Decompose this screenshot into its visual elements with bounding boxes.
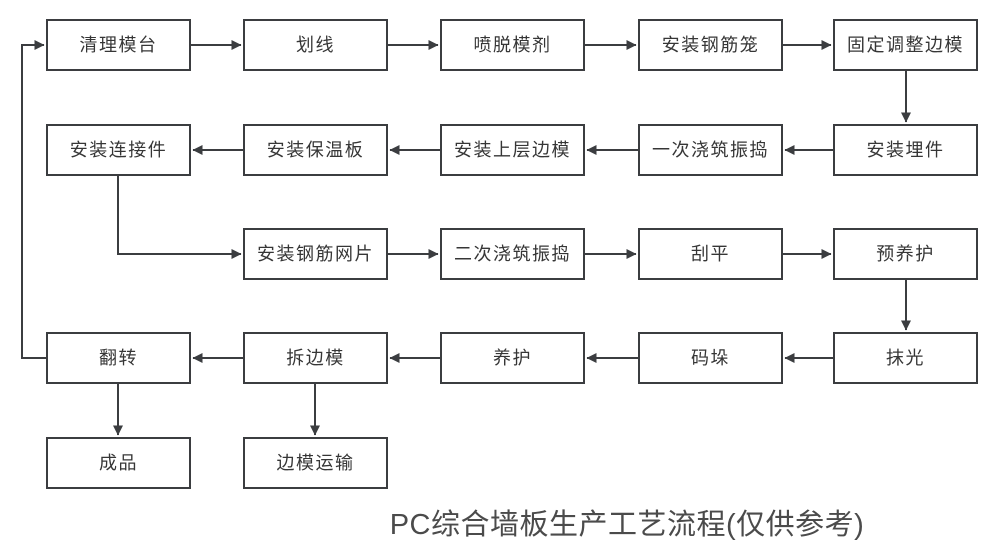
node-label: 安装保温板 <box>266 140 365 160</box>
edge-fanzhuan-to-qingli-motai-loop <box>21 40 46 359</box>
node-yici-jiaozhu-zhendao: 一次浇筑振捣 <box>638 124 783 176</box>
node-guaping: 刮平 <box>638 228 783 280</box>
node-huaxian: 划线 <box>243 19 388 71</box>
node-label: 成品 <box>99 453 138 473</box>
node-chengpin: 成品 <box>46 437 191 489</box>
node-label: 二次浇筑振捣 <box>454 244 571 264</box>
node-label: 固定调整边模 <box>847 35 964 55</box>
node-fanzhuan: 翻转 <box>46 332 191 384</box>
node-chai-bianmo: 拆边模 <box>243 332 388 384</box>
node-moguang: 抹光 <box>833 332 978 384</box>
node-yanghu: 养护 <box>440 332 585 384</box>
node-anzhuang-lianjiejian: 安装连接件 <box>46 124 191 176</box>
node-anzhuang-baowenban: 安装保温板 <box>243 124 388 176</box>
node-label: 安装钢筋笼 <box>661 35 760 55</box>
node-label: 刮平 <box>691 244 730 264</box>
node-guding-tiaozheng-bianmo: 固定调整边模 <box>833 19 978 71</box>
node-label: 喷脱模剂 <box>473 35 552 55</box>
node-label: 边模运输 <box>276 453 355 473</box>
node-label: 养护 <box>493 348 532 368</box>
node-label: 翻转 <box>99 348 138 368</box>
node-label: 拆边模 <box>286 348 345 368</box>
node-maduo: 码垛 <box>638 332 783 384</box>
node-bianmo-yunshu: 边模运输 <box>243 437 388 489</box>
node-qingli-motai: 清理模台 <box>46 19 191 71</box>
node-pen-tuomoji: 喷脱模剂 <box>440 19 585 71</box>
node-yu-yanghu: 预养护 <box>833 228 978 280</box>
node-anzhuang-shangceng-bianmo: 安装上层边模 <box>440 124 585 176</box>
node-label: 划线 <box>296 35 335 55</box>
node-label: 安装钢筋网片 <box>257 244 374 264</box>
node-anzhuang-gangjinlong: 安装钢筋笼 <box>638 19 783 71</box>
node-label: 抹光 <box>886 348 925 368</box>
node-label: 清理模台 <box>79 35 158 55</box>
node-label: 安装连接件 <box>69 140 168 160</box>
node-label: 安装埋件 <box>866 140 945 160</box>
node-anzhuang-gangjin-wangpian: 安装钢筋网片 <box>243 228 388 280</box>
diagram-title: PC综合墙板生产工艺流程(仅供参考) <box>389 509 865 541</box>
node-label: 一次浇筑振捣 <box>652 140 769 160</box>
node-label: 预养护 <box>876 244 935 264</box>
node-label: 码垛 <box>691 348 730 368</box>
node-erci-jiaozhu-zhendao: 二次浇筑振捣 <box>440 228 585 280</box>
edge-anzhuang-lianjiejian-to-anzhuang-gangjin-wangpian <box>117 176 242 259</box>
node-anzhuang-maijian: 安装埋件 <box>833 124 978 176</box>
node-label: 安装上层边模 <box>454 140 571 160</box>
